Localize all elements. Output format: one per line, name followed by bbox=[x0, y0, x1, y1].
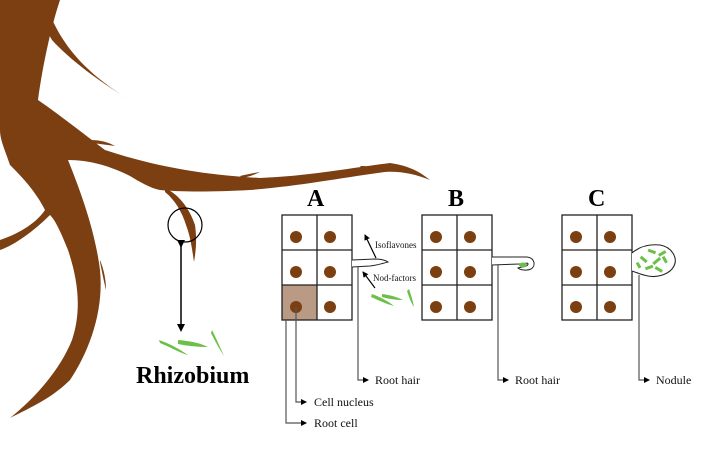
cell-nucleus bbox=[290, 231, 302, 243]
bacterium bbox=[159, 340, 188, 355]
bacterium bbox=[407, 289, 414, 307]
bacterium bbox=[382, 294, 403, 300]
cell-nucleus bbox=[604, 301, 616, 313]
root-branch-upper bbox=[45, 10, 131, 100]
cell-nucleus bbox=[430, 266, 442, 278]
nod-factors-label: Nod-factors bbox=[373, 273, 416, 283]
root-hair-b-label: Root hair bbox=[515, 373, 560, 387]
panel-b-title: B bbox=[448, 186, 464, 212]
root-branch-circle bbox=[165, 188, 197, 262]
cell-nucleus bbox=[324, 301, 336, 313]
nuclei-b bbox=[430, 231, 476, 313]
cell-nucleus-label: Cell nucleus bbox=[314, 395, 374, 409]
root-tip-highlight-circle bbox=[167, 207, 203, 243]
panel-a: A Isoflavones Nod-factors Root hair bbox=[281, 186, 420, 430]
root-hair-small bbox=[240, 172, 260, 178]
cell-nucleus bbox=[464, 301, 476, 313]
bacterium bbox=[647, 248, 657, 255]
isoflavones-label: Isoflavones bbox=[375, 240, 417, 250]
root-hair-small bbox=[100, 260, 106, 290]
cell-nucleus bbox=[604, 231, 616, 243]
panel-b: B Root hair bbox=[421, 186, 560, 387]
cell-nucleus bbox=[290, 266, 302, 278]
panel-c: C Nodule bbox=[561, 186, 691, 387]
bacterium bbox=[371, 294, 394, 306]
cell-nucleus-pointer bbox=[295, 307, 307, 405]
bacterium bbox=[211, 330, 224, 356]
cell-nucleus bbox=[570, 231, 582, 243]
nodule-pointer bbox=[638, 275, 650, 383]
root-hair-b-pointer bbox=[497, 265, 509, 383]
root-hair-small bbox=[90, 140, 115, 146]
rhizobium-bacteria-a bbox=[371, 289, 414, 307]
panel-a-title: A bbox=[307, 186, 325, 212]
nodule-bacteria bbox=[635, 248, 668, 273]
cell-nucleus bbox=[324, 266, 336, 278]
bacterium bbox=[639, 255, 648, 264]
bacterium bbox=[178, 340, 208, 347]
cell-nucleus bbox=[570, 301, 582, 313]
bacterium bbox=[635, 261, 642, 269]
curled-root-hair-b bbox=[491, 256, 535, 271]
root-hair-a-label: Root hair bbox=[375, 373, 420, 387]
root-hair-small bbox=[360, 166, 380, 169]
cell-nucleus bbox=[430, 301, 442, 313]
cell-nucleus bbox=[324, 231, 336, 243]
isoflavones-arrow bbox=[364, 234, 377, 259]
nodule-label: Nodule bbox=[656, 373, 691, 387]
bacterium bbox=[654, 266, 663, 273]
root-hair-a bbox=[351, 258, 389, 268]
panel-c-title: C bbox=[588, 186, 605, 212]
root-system bbox=[0, 0, 430, 418]
root-hair-a-pointer bbox=[357, 267, 369, 383]
bacterium bbox=[652, 257, 662, 266]
cell-nucleus bbox=[430, 231, 442, 243]
bacterium bbox=[661, 255, 668, 264]
cell-nucleus bbox=[464, 231, 476, 243]
rhizobium-in-root-hair bbox=[519, 262, 527, 268]
bacterium bbox=[644, 264, 654, 271]
cell-nucleus bbox=[604, 266, 616, 278]
rhizobium-bacteria-cluster bbox=[159, 330, 224, 356]
nodule bbox=[631, 244, 676, 278]
nuclei-c bbox=[570, 231, 616, 313]
rhizobium-label: Rhizobium bbox=[136, 363, 249, 389]
root-trunk bbox=[0, 0, 430, 418]
bacterium bbox=[658, 250, 667, 257]
cell-nucleus bbox=[464, 266, 476, 278]
nod-factors-arrow bbox=[362, 271, 376, 289]
root-cell-pointer bbox=[285, 320, 307, 426]
root-cell-label: Root cell bbox=[314, 416, 358, 430]
nuclei-a bbox=[290, 231, 336, 313]
cell-nucleus bbox=[570, 266, 582, 278]
